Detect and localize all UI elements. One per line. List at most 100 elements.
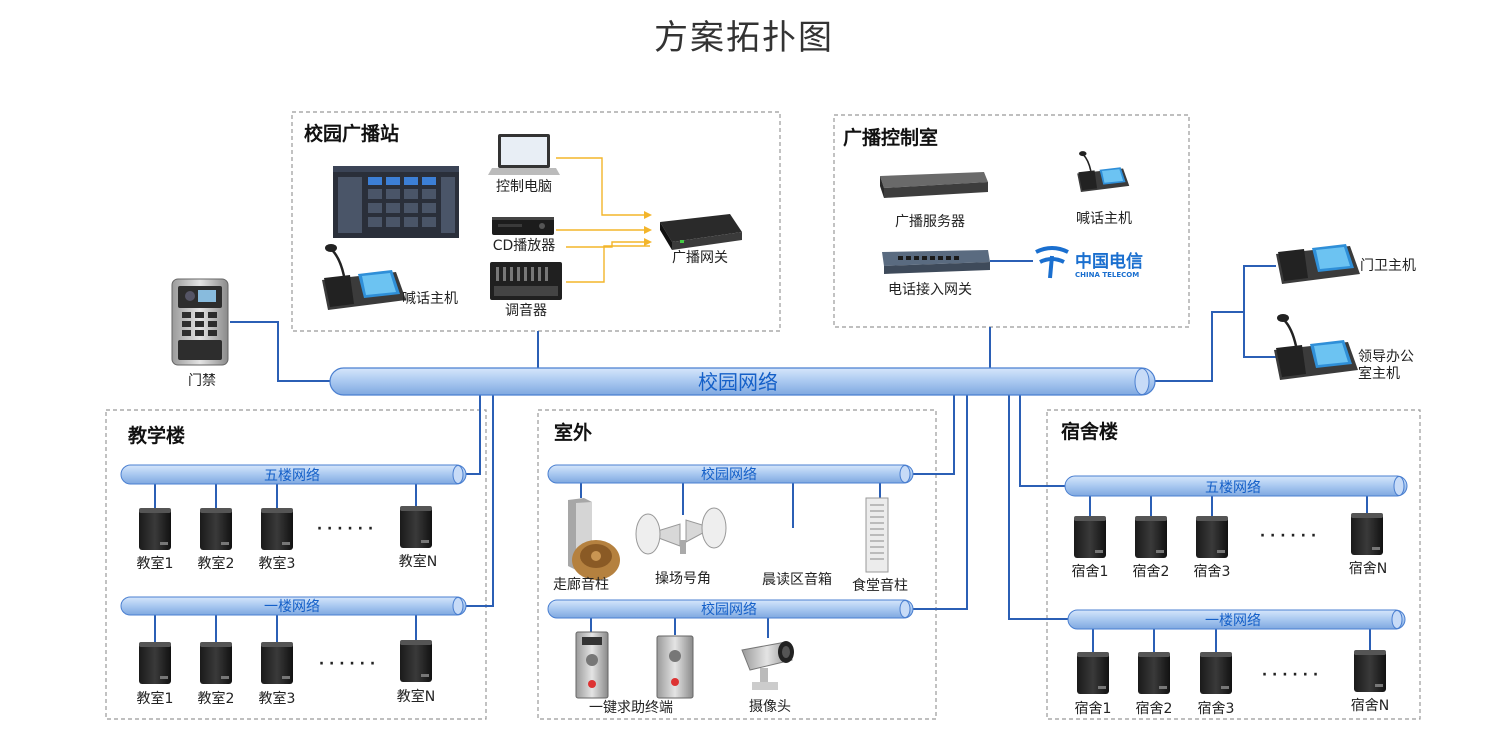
corridor-column-speaker-icon bbox=[568, 498, 620, 580]
camera-icon bbox=[741, 641, 794, 690]
teaching-5f-label: 五楼网络 bbox=[264, 468, 320, 484]
teaching-5f-dots: · · · · · · bbox=[317, 521, 373, 537]
corridor-label: 走廊音柱 bbox=[553, 576, 609, 593]
speaker-icon bbox=[200, 508, 232, 550]
dorm-5f-label: 五楼网络 bbox=[1205, 480, 1261, 496]
teaching-1f-dots: · · · · · · bbox=[319, 656, 375, 672]
teaching-title: 教学楼 bbox=[128, 424, 185, 447]
dorm-1f-room-n: 宿舍N bbox=[1351, 697, 1389, 714]
speaker-icon bbox=[139, 642, 171, 684]
page-title: 方案拓扑图 bbox=[654, 19, 834, 57]
speaker-icon bbox=[261, 508, 293, 550]
access-control-icon bbox=[171, 278, 229, 366]
outdoor-bottom-label: 校园网络 bbox=[701, 601, 757, 618]
dorm-1f-room-1: 宿舍1 bbox=[1075, 700, 1112, 717]
teaching-5f-room-1: 教室1 bbox=[137, 555, 174, 572]
guard-host-phone-icon bbox=[1276, 244, 1360, 284]
control-room-title: 广播控制室 bbox=[843, 126, 938, 149]
station-mic-host-icon bbox=[320, 242, 408, 312]
china-telecom-logo-icon: 中国电信 CHINA TELECOM bbox=[1035, 246, 1143, 279]
dorm-1f-speakers bbox=[1077, 650, 1386, 694]
mixer-icon bbox=[490, 262, 562, 300]
dorm-5f-speakers bbox=[1074, 513, 1383, 558]
cd-label: CD播放器 bbox=[493, 238, 556, 254]
speaker-icon bbox=[400, 506, 432, 548]
speaker-icon bbox=[261, 642, 293, 684]
dorm-1f-room-3: 宿舍3 bbox=[1198, 700, 1235, 717]
canteen-label: 食堂音柱 bbox=[852, 577, 908, 594]
camera-label: 摄像头 bbox=[749, 699, 791, 715]
teaching-1f-room-3: 教室3 bbox=[259, 690, 296, 707]
dorm-5f-room-3: 宿舍3 bbox=[1194, 563, 1231, 580]
outdoor-top-pipe: 校园网络 bbox=[547, 464, 914, 484]
cd-player-icon bbox=[492, 217, 554, 235]
reading-label: 晨读区音箱 bbox=[762, 571, 832, 588]
broadcast-gateway-icon bbox=[660, 214, 742, 250]
dorm-title: 宿舍楼 bbox=[1061, 420, 1118, 443]
dorm-1f-dots: · · · · · · bbox=[1262, 667, 1318, 683]
horn-label: 操场号角 bbox=[655, 571, 711, 587]
phone-gateway-icon bbox=[882, 250, 990, 274]
speaker-icon bbox=[139, 508, 171, 550]
teaching-1f-room-n: 教室N bbox=[397, 688, 435, 705]
speaker-icon bbox=[400, 640, 432, 682]
sos-label: 一键求助终端 bbox=[589, 700, 673, 716]
leader-host-label-2: 室主机 bbox=[1358, 365, 1400, 382]
station-box bbox=[291, 111, 781, 332]
outdoor-box bbox=[537, 409, 937, 720]
teaching-1f-pipe: 一楼网络 bbox=[120, 596, 467, 616]
dorm-box bbox=[1046, 409, 1421, 720]
outdoor-bottom-pipe: 校园网络 bbox=[547, 599, 914, 619]
teaching-5f-room-2: 教室2 bbox=[198, 555, 235, 572]
teaching-1f-label: 一楼网络 bbox=[264, 599, 320, 615]
gateway-label: 广播网关 bbox=[672, 250, 728, 266]
canteen-column-speaker-icon bbox=[865, 497, 889, 573]
mixer-label: 调音器 bbox=[505, 302, 547, 319]
dorm-5f-pipe: 五楼网络 bbox=[1064, 475, 1408, 497]
speaker-icon bbox=[1196, 516, 1228, 558]
pc-label: 控制电脑 bbox=[496, 179, 552, 195]
teaching-5f-pipe: 五楼网络 bbox=[120, 464, 467, 485]
horn-speaker-icon bbox=[635, 507, 727, 555]
sos-terminal-icon bbox=[575, 631, 694, 699]
control-mic-host-label: 喊话主机 bbox=[1076, 211, 1132, 227]
telecom-cn-text: 中国电信 bbox=[1075, 251, 1143, 272]
access-label: 门禁 bbox=[188, 373, 216, 389]
dorm-5f-room-2: 宿舍2 bbox=[1133, 563, 1170, 580]
audio-lines bbox=[556, 157, 652, 283]
leader-host-label-1: 领导办公 bbox=[1358, 349, 1414, 365]
campus-network-pipe: 校园网络 bbox=[329, 367, 1156, 396]
network-lines bbox=[154, 260, 1371, 652]
teaching-box bbox=[105, 409, 487, 720]
dorm-1f-pipe: 一楼网络 bbox=[1067, 609, 1406, 630]
teaching-5f-room-n: 教室N bbox=[399, 553, 437, 570]
teaching-1f-room-2: 教室2 bbox=[198, 690, 235, 707]
guard-host-label: 门卫主机 bbox=[1360, 258, 1416, 274]
outdoor-top-label: 校园网络 bbox=[701, 466, 757, 483]
campus-network-label: 校园网络 bbox=[698, 370, 778, 394]
telecom-en-text: CHINA TELECOM bbox=[1075, 271, 1139, 279]
speaker-icon bbox=[1138, 652, 1170, 694]
dorm-5f-room-n: 宿舍N bbox=[1349, 560, 1387, 577]
speaker-icon bbox=[1077, 652, 1109, 694]
phone-gateway-label: 电话接入网关 bbox=[888, 281, 972, 298]
server-label: 广播服务器 bbox=[895, 214, 965, 230]
speaker-icon bbox=[200, 642, 232, 684]
dorm-5f-dots: · · · · · · bbox=[1260, 528, 1316, 544]
speaker-icon bbox=[1351, 513, 1383, 555]
control-room-box bbox=[833, 114, 1190, 328]
teaching-5f-speakers bbox=[139, 506, 432, 550]
dorm-1f-label: 一楼网络 bbox=[1205, 613, 1261, 629]
station-mic-host-label: 喊话主机 bbox=[402, 291, 458, 307]
teaching-1f-room-1: 教室1 bbox=[137, 690, 174, 707]
speaker-icon bbox=[1135, 516, 1167, 558]
leader-host-phone-icon bbox=[1272, 312, 1360, 382]
dorm-1f-room-2: 宿舍2 bbox=[1136, 700, 1173, 717]
dorm-5f-room-1: 宿舍1 bbox=[1072, 563, 1109, 580]
laptop-icon bbox=[488, 134, 560, 175]
control-software-screen-icon bbox=[333, 166, 459, 238]
speaker-icon bbox=[1354, 650, 1386, 692]
teaching-1f-speakers bbox=[139, 640, 432, 684]
station-title: 校园广播站 bbox=[304, 122, 399, 145]
control-mic-host-icon bbox=[1076, 150, 1131, 193]
